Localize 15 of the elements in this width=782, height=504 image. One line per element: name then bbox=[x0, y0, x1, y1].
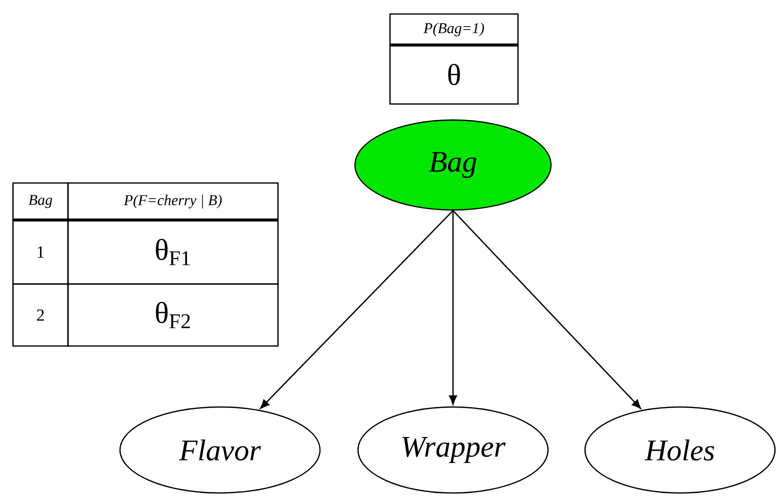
ellipse-node: Holes bbox=[584, 406, 776, 494]
arrow bbox=[452, 210, 642, 409]
arrow bbox=[449, 210, 457, 405]
table-cell: θ$_{F2}$ bbox=[67, 283, 279, 347]
table-cell: 2 bbox=[12, 283, 69, 347]
table-cell: Bag bbox=[12, 182, 69, 221]
table-cell: P(F=cherry | B) bbox=[67, 182, 279, 221]
ellipse-node: Flavor bbox=[119, 406, 321, 494]
ellipse-node: Bag bbox=[354, 119, 552, 211]
table-cell: 1 bbox=[12, 219, 69, 285]
table-cell: θ$_{F1}$ bbox=[67, 219, 279, 285]
ellipse-node: Wrapper bbox=[357, 406, 549, 494]
arrow bbox=[260, 210, 454, 409]
table-cell: P(Bag=1) bbox=[389, 13, 519, 46]
table-cell: θ bbox=[389, 44, 519, 105]
